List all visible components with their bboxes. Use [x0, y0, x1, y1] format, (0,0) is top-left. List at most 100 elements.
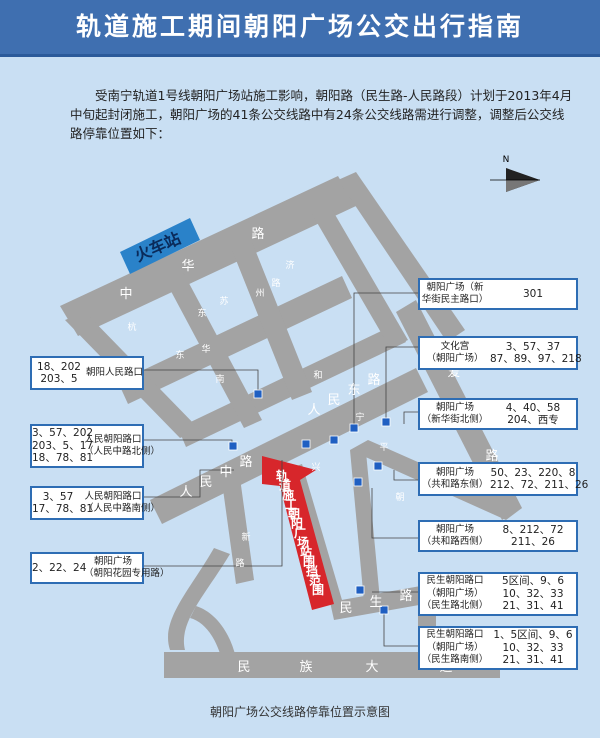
bus-line-text: 18、78、81 [32, 452, 94, 465]
bus-line-text: 21、31、41 [502, 654, 564, 667]
stop-name-text: 华街民主路口） [421, 294, 489, 305]
bus-lines: 301 [490, 288, 576, 301]
stop-name: 朝阳广场（共和路西侧） [420, 524, 490, 549]
road-label-renmin-zhong: 民 [199, 475, 212, 490]
bus-line-text: 87、89、97、218 [490, 353, 582, 365]
construction-zone-char: 围 [303, 554, 315, 569]
construction-zone-char: 朝 [288, 506, 300, 521]
stop-name-text: 朝阳广场 [435, 401, 474, 413]
road-label-minor: 南 [215, 373, 224, 385]
road-label-minzu: 民 [237, 660, 250, 675]
road-label-minor: 州 [255, 288, 264, 299]
stop-name-text: （民生路南侧） [421, 654, 489, 666]
bus-line-text: 3、57、202 [32, 427, 94, 440]
bus-line-text: 50、23、220、8 [490, 466, 576, 479]
road-label-renmin-dong: 民 [327, 393, 340, 408]
stop-name: 人民朝阳路口（人民中路北侧） [84, 433, 160, 459]
stop-name-text: 人民朝阳路口 [84, 433, 142, 445]
bus-line-text: 301 [522, 287, 544, 300]
road-label-minor: 济 [285, 259, 294, 271]
stop-name: 朝阳广场（新华街北侧） [420, 402, 490, 427]
stop-name-text: （新华街北侧） [421, 414, 489, 425]
intro-text: 受南宁轨道1号线朝阳广场站施工影响，朝阳路（民生路-人民路段）计划于2013年4… [70, 88, 573, 141]
road-label-renmin-dong: 路 [367, 372, 380, 388]
road-label-minor: 平 [379, 442, 388, 453]
bus-line-text: 212、72、211、26 [490, 479, 589, 491]
stop-marker [381, 417, 391, 427]
stop-marker [349, 423, 359, 433]
construction-zone-char: 工 [285, 498, 297, 512]
road-label-minor: 和 [313, 370, 322, 381]
road-label-minor: 东 [197, 307, 206, 319]
construction-zone-char: 范 [309, 573, 321, 588]
stop-name-text: 民生朝阳路口 [426, 629, 484, 641]
stop-name-text: （朝阳广场） [426, 587, 484, 599]
road-label-zhonghua: 华 [181, 259, 194, 274]
stop-name-text: 民生朝阳路口 [426, 575, 484, 587]
stop-name-text: 文化宫 [440, 340, 470, 352]
stop-markers [228, 389, 391, 615]
road-label-minzu: 族 [299, 659, 312, 675]
road-label-minor: 杭 [127, 321, 136, 333]
bus-line-text: 204、西专 [507, 414, 559, 426]
stop-name-text: （共和路东侧） [421, 479, 489, 490]
bus-line-text: 5区间、9、6 [501, 575, 565, 588]
stop-name-text: （朝阳广场） [426, 353, 484, 364]
stop-name-text: 朝阳广场（新 [426, 281, 484, 293]
stop-name: 朝阳广场（共和路东侧） [420, 467, 490, 492]
stop-name-text: 人民朝阳路口 [84, 490, 142, 502]
bus-line-text: 4、40、58 [505, 401, 561, 414]
bus-line-text: 17、78、81 [32, 503, 94, 515]
stop-name: 朝阳人民路口 [86, 367, 143, 380]
construction-zone-char: 围 [312, 582, 324, 597]
stop-marker [353, 477, 363, 487]
bus-stop-box-right: 朝阳广场（新华街民主路口） 301 [418, 278, 578, 310]
road-label-minor: 路 [271, 277, 280, 289]
road-label-minor: 华 [201, 343, 210, 355]
bus-line-text: 10、32、33 [502, 587, 564, 600]
bus-line-text: 211、26 [511, 536, 555, 548]
stop-name-text: （朝阳花园专用路） [84, 568, 170, 579]
road-label-minsheng: 生 [369, 595, 382, 610]
bus-line-text: 8、212、72 [502, 523, 564, 536]
road-label-minor: 朝 [395, 492, 404, 503]
stop-name-text: （民生路北侧） [421, 600, 489, 612]
road-label-minzu: 大 [365, 660, 378, 675]
road-labels: 中华路民族大道人民中路人民东路民生路爱路杭东苏州路济南华东和平朝新兴宁路 [119, 226, 498, 675]
stop-name-text: 朝阳广场 [93, 555, 132, 567]
stop-marker [355, 585, 365, 595]
stop-name-text: （共和路西侧） [421, 536, 489, 547]
bus-line-text: 10、32、33 [502, 641, 564, 654]
bus-line-text: 203、5 [40, 373, 78, 385]
bus-line-text: 21、31、41 [502, 600, 564, 613]
bus-line-text: 3、57、37 [505, 340, 561, 353]
bus-line-text: 18、202 [37, 360, 81, 373]
road-label-minor: 路 [235, 557, 244, 569]
stop-name-text: （朝阳广场） [426, 641, 484, 653]
map-caption: 朝阳广场公交线路停靠位置示意图 [209, 705, 390, 719]
road-minsheng [330, 584, 436, 620]
construction-zone-char: 阳 [291, 516, 303, 531]
construction-zone-char: 站 [300, 544, 312, 559]
stop-name: 人民朝阳路口（人民中路南侧） [84, 490, 160, 516]
compass-north: N [503, 155, 510, 165]
road-label-zhonghua: 中 [119, 287, 132, 302]
road-label-minsheng: 民 [339, 601, 352, 616]
bus-line-text: 3、57 [42, 490, 74, 503]
stop-name: 朝阳广场（新华街民主路口） [420, 282, 490, 307]
